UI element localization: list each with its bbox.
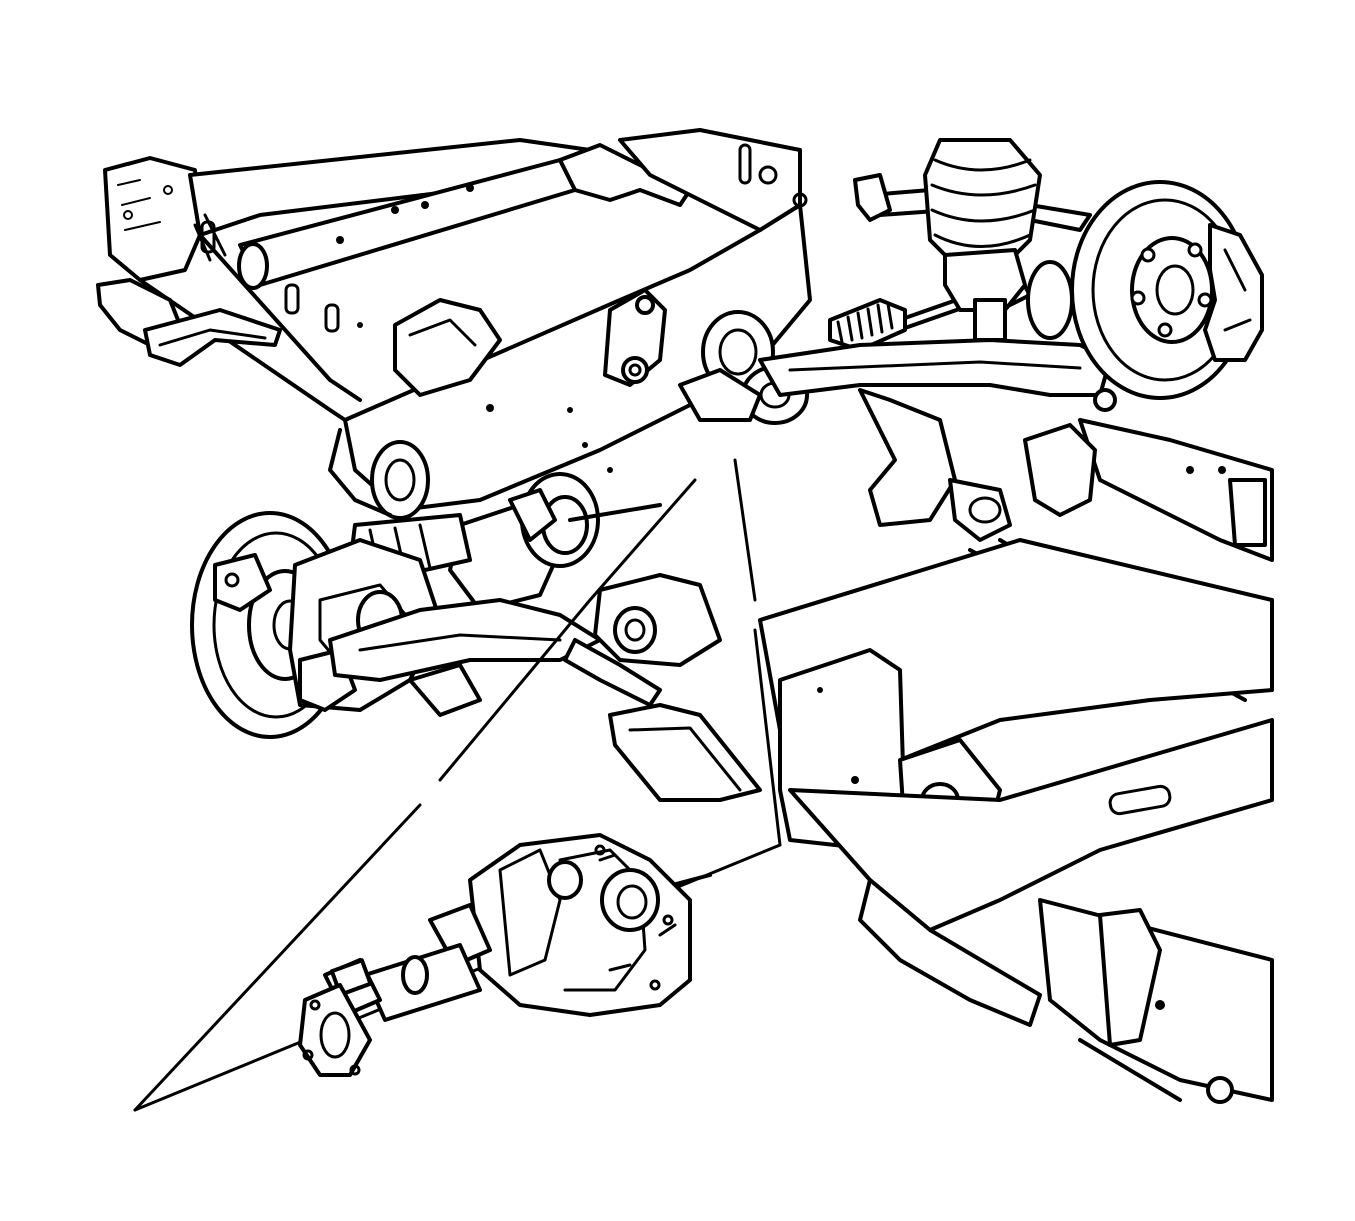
center-mount-bushings bbox=[678, 310, 809, 425]
differential-output-shaft-tube bbox=[298, 943, 482, 1077]
left-lower-bracket bbox=[96, 278, 282, 367]
differential-mount-bushing bbox=[508, 472, 600, 568]
right-brake-caliper bbox=[1203, 223, 1264, 362]
coil-spring-strut bbox=[923, 138, 1074, 342]
front-differential-carrier bbox=[428, 833, 692, 1017]
bottom-frame-section bbox=[788, 718, 1274, 1104]
lower-control-arm-mount bbox=[563, 573, 722, 707]
left-lower-control-arm bbox=[328, 598, 602, 717]
lower-control-arm bbox=[758, 338, 1117, 412]
right-brake-rotor bbox=[1070, 180, 1250, 400]
right-lower-control-arm bbox=[858, 388, 1097, 542]
